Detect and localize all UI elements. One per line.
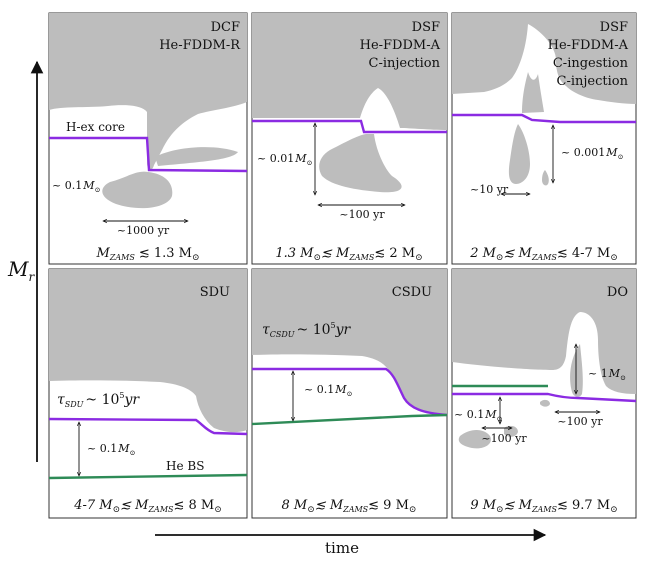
mass-range: 2 M⊙≲ MZAMS≲ 4-7 M⊙ (469, 246, 618, 263)
mass-annotation: ~ 0.1M⊙ (87, 442, 135, 457)
time-annotation: ~10 yr (470, 183, 509, 196)
he-bs-label: He BS (166, 459, 204, 473)
panel-title-line: He-FDDM-A (360, 38, 441, 53)
timescale-annotation: τCSDU~ 105yr (262, 321, 352, 339)
convective-region (508, 124, 530, 184)
h-core-line (252, 119, 447, 134)
panel-sdu: SDU τSDU~ 105yr ~ 0.1M⊙ He BS 4-7 M⊙≲ MZ… (48, 268, 248, 519)
convective-region (452, 269, 636, 394)
mass-annotation: ~ 0.01M⊙ (257, 152, 312, 167)
convective-region (540, 399, 550, 407)
mass-annotation: ~ 0.1M⊙ (304, 383, 352, 398)
h-core-line (452, 392, 637, 403)
panel-title-line: CSDU (392, 285, 432, 300)
y-axis-label: Mr (7, 257, 35, 284)
x-axis: time (155, 528, 547, 557)
panel-title-line: C-ingestion (553, 56, 629, 71)
panel-title-line: DSF (600, 20, 628, 35)
time-annotation: ~100 yr (481, 432, 527, 445)
convective-region (319, 134, 402, 193)
convective-region (102, 171, 173, 209)
panel-do: DO ~ 1M⊙ ~ 0.1M⊙ ~100 yr ~100 yr 9 M⊙≲ M… (451, 268, 637, 519)
x-axis-label: time (325, 539, 359, 557)
mass-annotation: ~ 0.001M⊙ (561, 146, 623, 161)
h-core-line (252, 367, 448, 417)
time-annotation: ~100 yr (557, 415, 603, 428)
mass-range: 1.3 M⊙≲ MZAMS≲ 2 M⊙ (275, 246, 422, 263)
panel-title-line: He-FDDM-R (159, 38, 241, 53)
convective-region (542, 170, 549, 186)
panel-title-line: SDU (200, 285, 230, 300)
panel-title-line: C-injection (557, 74, 629, 89)
panel-title-line: DCF (211, 20, 240, 35)
mass-range: 4-7 M⊙≲ MZAMS≲ 8 M⊙ (73, 498, 222, 515)
y-axis: Mr (7, 60, 44, 462)
panel-dsf-ingestion: DSF He-FDDM-A C-ingestion C-injection ~ … (451, 12, 637, 265)
h-core-line (48, 417, 248, 436)
panel-title-line: DSF (412, 20, 440, 35)
panel-title-line: He-FDDM-A (548, 38, 629, 53)
panel-csdu: CSDU τCSDU~ 105yr ~ 0.1M⊙ 8 M⊙≲ MZAMS≲ 9… (251, 268, 448, 519)
mass-annotation: ~ 1M⊙ (588, 367, 626, 382)
h-core-line (49, 136, 248, 173)
panel-title-line: DO (607, 285, 628, 300)
convective-region (458, 430, 491, 449)
mass-range: MZAMS≲ 1.3 M⊙ (95, 246, 199, 263)
h-core-label: H-ex core (66, 120, 125, 134)
panel-dsf-injection: DSF He-FDDM-A C-injection ~ 0.01M⊙ ~100 … (251, 12, 448, 265)
convective-region (252, 13, 447, 130)
convective-region (522, 72, 544, 113)
mass-annotation: ~ 0.1M⊙ (454, 408, 502, 423)
panel-dcf: DCF He-FDDM-R H-ex core ~ 0.1M⊙ ~1000 yr… (48, 12, 248, 265)
convective-region (155, 147, 238, 166)
convective-region (252, 269, 447, 414)
time-annotation: ~100 yr (339, 208, 385, 221)
h-core-line (452, 113, 636, 124)
he-bs-line (251, 413, 448, 426)
mass-range: 8 M⊙≲ MZAMS≲ 9 M⊙ (282, 498, 417, 515)
convective-region (49, 13, 247, 171)
convective-region (452, 13, 636, 104)
timescale-annotation: τSDU~ 105yr (57, 391, 140, 409)
mass-annotation: ~ 0.1M⊙ (52, 179, 100, 194)
mass-range: 9 M⊙≲ MZAMS≲ 9.7 M⊙ (470, 498, 617, 515)
time-annotation: ~1000 yr (117, 224, 170, 237)
he-bs-line (48, 473, 248, 480)
convective-region (49, 269, 247, 433)
panel-title-line: C-injection (369, 56, 441, 71)
